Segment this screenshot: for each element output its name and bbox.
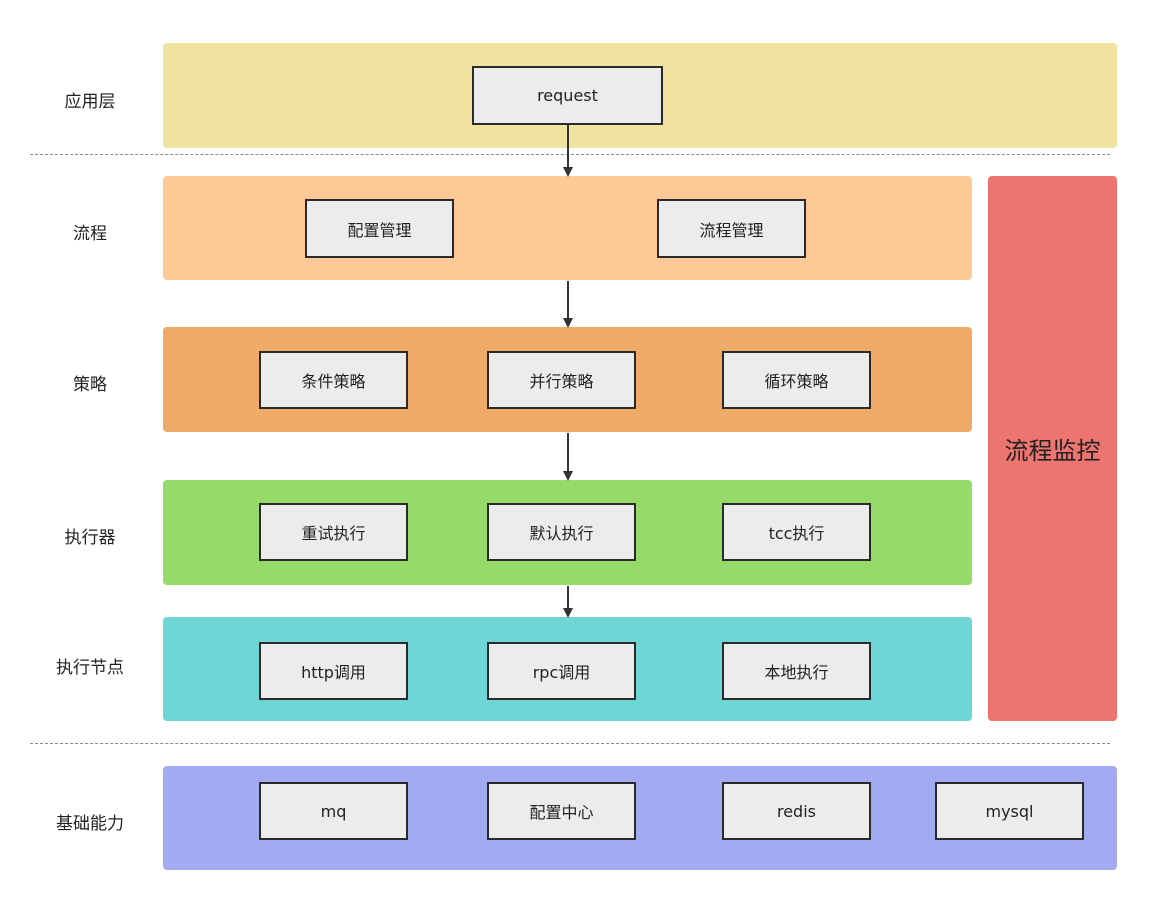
flow-layer-band [163,176,972,280]
retry-executor-box: 重试执行 [259,503,408,561]
layer-label-node: 执行节点 [56,658,124,678]
layer-label-app: 应用层 [64,92,116,112]
flow-monitor-panel: 流程监控 [988,176,1117,721]
rpc-call-box: rpc调用 [487,642,636,700]
separator-bottom [30,743,1110,744]
mysql-box: mysql [935,782,1084,840]
redis-box: redis [722,782,871,840]
tcc-executor-box: tcc执行 [722,503,871,561]
request-box: request [472,66,663,125]
layer-label-executor: 执行器 [64,528,116,548]
mq-box: mq [259,782,408,840]
http-call-box: http调用 [259,642,408,700]
flow-management-box: 流程管理 [657,199,806,258]
flow-monitor-label: 流程监控 [1004,437,1101,465]
local-execute-box: 本地执行 [722,642,871,700]
separator-top [30,154,1110,155]
layer-label-flow: 流程 [73,224,107,244]
default-executor-box: 默认执行 [487,503,636,561]
loop-strategy-box: 循环策略 [722,351,871,409]
config-management-box: 配置管理 [305,199,454,258]
layer-label-strategy: 策略 [73,375,107,395]
config-center-box: 配置中心 [487,782,636,840]
layer-label-base: 基础能力 [56,814,124,834]
parallel-strategy-box: 并行策略 [487,351,636,409]
condition-strategy-box: 条件策略 [259,351,408,409]
